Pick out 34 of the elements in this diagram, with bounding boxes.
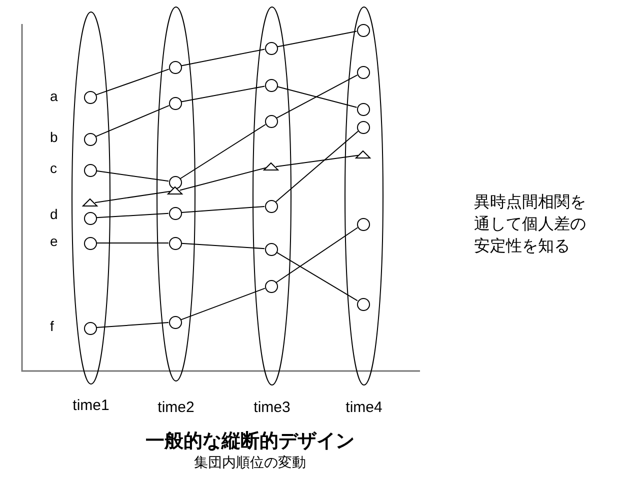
row-letter: e [50, 233, 58, 249]
row-letter: d [50, 206, 58, 222]
connector-line [276, 227, 358, 283]
connector-line [275, 154, 359, 168]
connector-line [276, 30, 358, 48]
connector-line [96, 68, 170, 96]
connector-line [96, 170, 170, 182]
note-text: 異時点間相関を通して個人差の安定性を知る [474, 192, 587, 257]
connector-line [276, 74, 358, 118]
connector-line [180, 242, 266, 250]
diagram-title: 一般的な縦断的デザイン [144, 430, 356, 454]
diagram-subtitle: 集団内順位の変動 [193, 454, 307, 472]
row-letter: f [50, 318, 54, 334]
row-letter: b [50, 129, 58, 145]
connector-line [95, 105, 170, 137]
connector-line [96, 212, 169, 218]
row-letter: a [50, 88, 58, 104]
connector-line [180, 86, 266, 102]
connector-line [96, 242, 169, 244]
connector-line [94, 190, 171, 204]
connector-line [179, 167, 267, 191]
time-label: time2 [156, 399, 196, 416]
connector-line [276, 86, 358, 108]
connector-line [275, 130, 359, 202]
connector-line [180, 124, 266, 180]
connector-line [96, 322, 170, 328]
connector-line [180, 206, 266, 214]
connector-line [276, 252, 358, 302]
connector-line [180, 48, 266, 66]
row-letter: c [50, 160, 57, 176]
time-label: time3 [252, 399, 292, 416]
time-label: time4 [344, 399, 384, 416]
time-label: time1 [72, 397, 110, 414]
connector-line [180, 288, 266, 320]
